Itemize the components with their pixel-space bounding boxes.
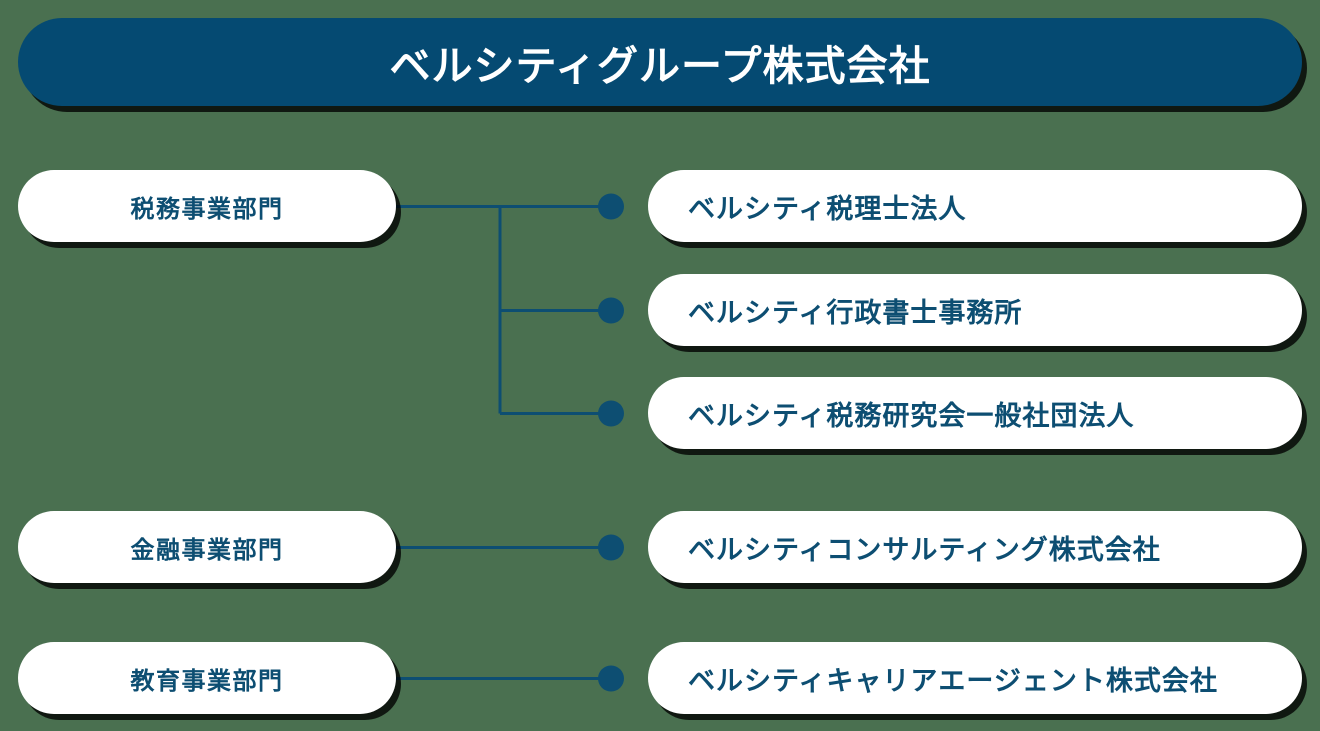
division-label-tax: 税務事業部門 [130, 194, 284, 223]
company-node-tax-corporation: ベルシティ税理士法人 [648, 170, 1302, 242]
division-node-finance: 金融事業部門 [18, 511, 396, 583]
company-label-tax-research-association: ベルシティ税務研究会一般社団法人 [688, 400, 1135, 432]
company-node-career-agent: ベルシティキャリアエージェント株式会社 [648, 642, 1302, 714]
division-label-finance: 金融事業部門 [130, 535, 284, 564]
company-label-consulting: ベルシティコンサルティング株式会社 [688, 534, 1161, 566]
division-node-tax: 税務事業部門 [18, 170, 396, 242]
connector-dot-5 [598, 665, 624, 692]
company-label-tax-corporation: ベルシティ税理士法人 [688, 193, 967, 225]
company-node-administrative-scrivener: ベルシティ行政書士事務所 [648, 274, 1302, 346]
company-node-consulting: ベルシティコンサルティング株式会社 [648, 511, 1302, 583]
connector-dot-2 [598, 297, 624, 324]
company-label-administrative-scrivener: ベルシティ行政書士事務所 [688, 297, 1023, 329]
connector-dot-1 [598, 193, 624, 220]
connector-dot-3 [598, 400, 624, 427]
connector-dot-4 [598, 534, 624, 561]
company-node-tax-research-association: ベルシティ税務研究会一般社団法人 [648, 377, 1302, 449]
division-label-education: 教育事業部門 [130, 666, 284, 695]
company-label-career-agent: ベルシティキャリアエージェント株式会社 [688, 665, 1218, 697]
group-header-label: ベルシティグループ株式会社 [389, 42, 931, 90]
division-node-education: 教育事業部門 [18, 642, 396, 714]
group-header-node: ベルシティグループ株式会社 [18, 18, 1302, 106]
